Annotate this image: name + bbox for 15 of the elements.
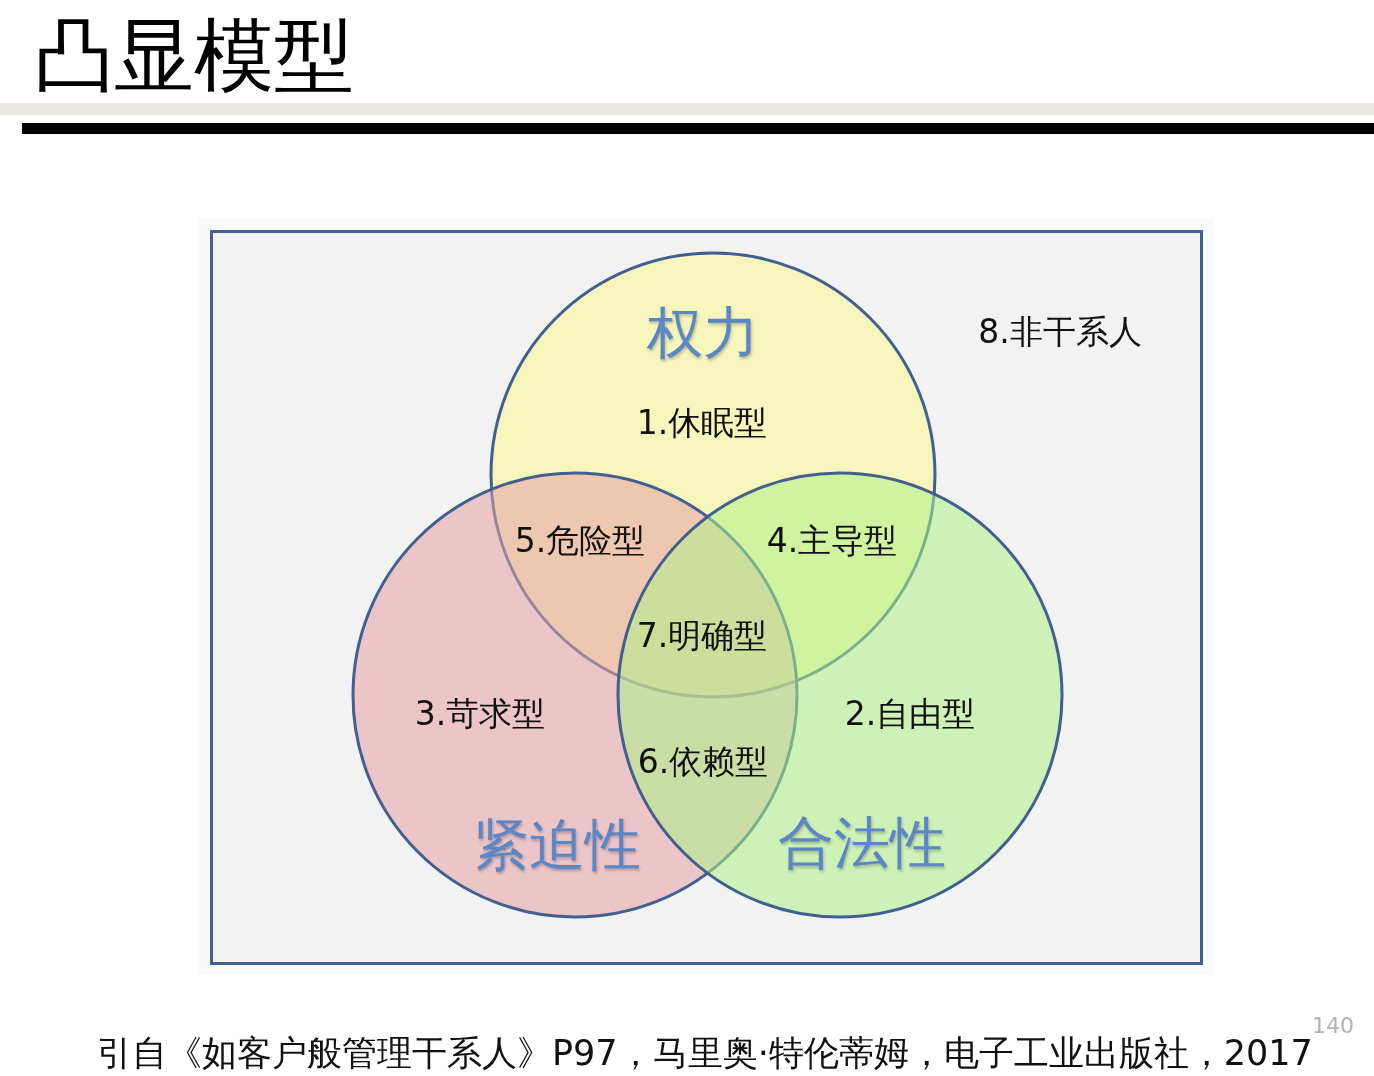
type-label: 3.苛求型: [414, 695, 546, 733]
type-label: 6.依赖型: [637, 743, 769, 781]
source-citation: 引自《如客户般管理干系人》P97，马里奥·特伦蒂姆，电子工业出版社，2017: [97, 1034, 1313, 1073]
diagram-frame: [210, 230, 1203, 965]
set-title: 权力: [647, 302, 759, 364]
type-label: 5.危险型: [514, 522, 646, 560]
type-label: 4.主导型: [766, 522, 898, 560]
set-title: 紧迫性: [473, 814, 641, 876]
page-title: 凸显模型: [34, 16, 354, 96]
page-number: 140: [1312, 1013, 1354, 1039]
set-title: 合法性: [778, 812, 946, 874]
type-label: 2.自由型: [844, 695, 976, 733]
type-label: 7.明确型: [636, 617, 768, 655]
type-label: 1.休眠型: [636, 404, 768, 442]
type-label: 8.非干系人: [978, 313, 1142, 351]
